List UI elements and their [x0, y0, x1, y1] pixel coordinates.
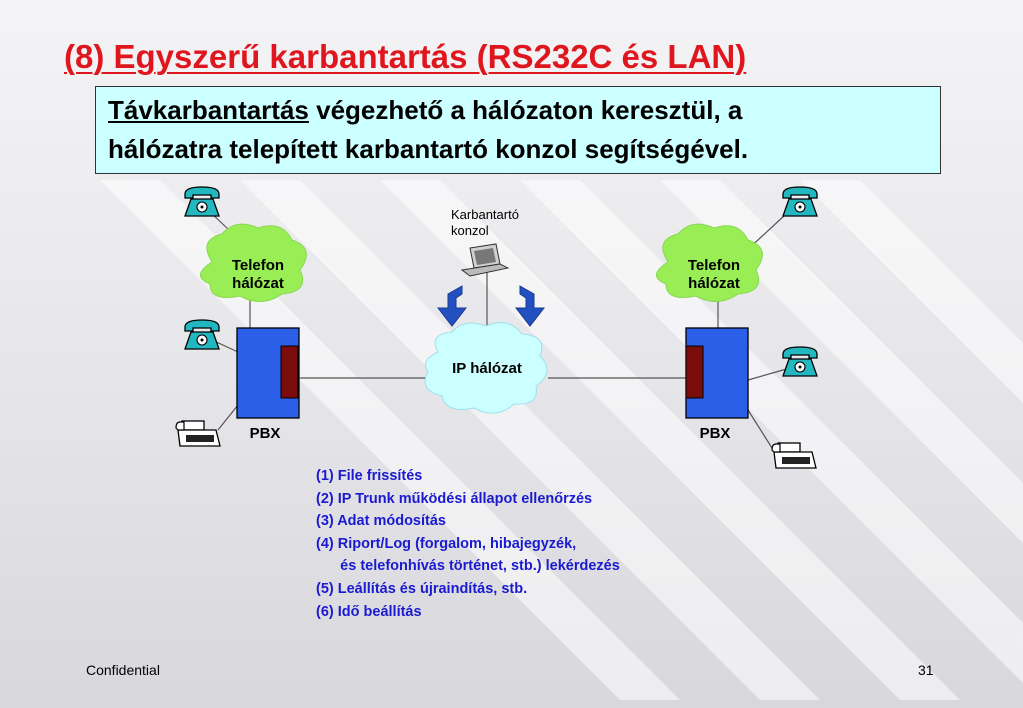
link-fax2-pbx: [747, 409, 773, 449]
function-list: (1) File frissítés (2) IP Trunk működési…: [316, 465, 620, 623]
phone-icon-left-mid: [184, 319, 220, 350]
pbx-right-label: PBX: [699, 425, 731, 442]
slide-title: (8) Egyszerű karbantartás (RS232C és LAN…: [64, 38, 747, 75]
left-phone-network-cloud: [200, 223, 307, 302]
pbx-left: [236, 327, 300, 419]
arrow-down-left-icon: [436, 285, 468, 327]
info-line1-rest: végezhető a hálózaton keresztül, a: [308, 95, 743, 125]
info-underlined: Távkarbantartás: [108, 95, 309, 125]
page-number: 31: [918, 662, 934, 678]
arrow-down-right-icon: [514, 285, 546, 327]
info-box: Távkarbantartás végezhető a hálózaton ke…: [95, 86, 941, 174]
list-item: (6) Idő beállítás: [316, 603, 422, 620]
right-cloud-label: Telefon hálózat: [687, 257, 741, 292]
phone-icon-right-top: [782, 186, 818, 217]
console-laptop-icon: [460, 243, 510, 277]
left-cloud-label: Telefon hálózat: [231, 257, 285, 292]
fax-icon-left: [175, 420, 221, 447]
list-item: (1) File frissítés: [316, 468, 423, 484]
right-phone-network-cloud: [656, 223, 763, 302]
footer-confidential: Confidential: [86, 662, 160, 678]
pbx-right: [685, 327, 749, 419]
list-item: (5) Leállítás és újraindítás, stb.: [316, 580, 528, 597]
link-fax-pbx: [217, 404, 239, 431]
pbx-left-label: PBX: [249, 425, 281, 442]
info-line2: hálózatra telepített karbantartó konzol …: [108, 134, 749, 164]
list-item: (2) IP Trunk működési állapot ellenőrzés: [316, 490, 593, 507]
list-item: (3) Adat módosítás: [316, 513, 446, 530]
console-label: Karbantartó konzol: [451, 207, 519, 238]
link-phone4-pbx: [747, 367, 791, 381]
phone-icon-right-mid: [782, 346, 818, 377]
phone-icon-left-top: [184, 186, 220, 217]
ip-network-cloud: [424, 321, 548, 414]
list-item: és telefonhívás történet, stb.) lekérdez…: [316, 558, 620, 575]
fax-icon-right: [771, 442, 817, 469]
ip-cloud-label: IP hálózat: [452, 360, 522, 377]
list-item: (4) Riport/Log (forgalom, hibajegyzék,: [316, 535, 577, 552]
